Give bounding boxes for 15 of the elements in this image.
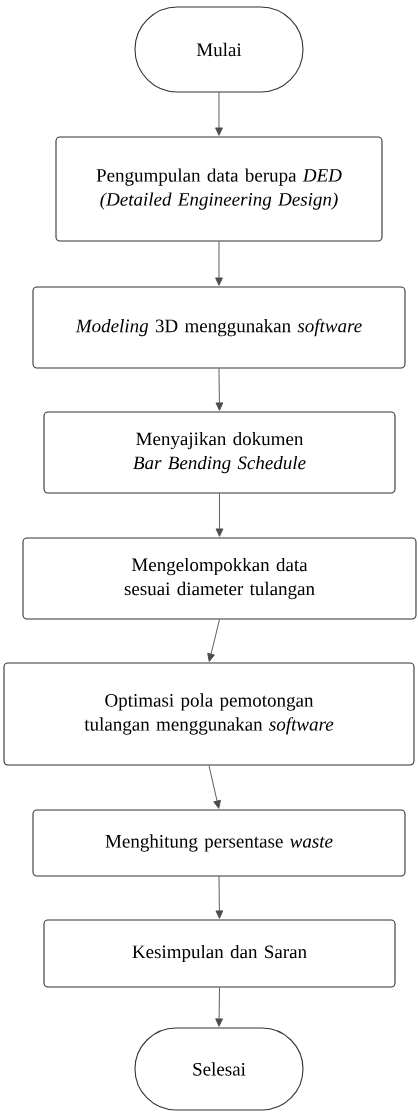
process-box: Mengelompokkan data sesuai diameter tulangan — [22, 537, 417, 620]
arrow — [215, 92, 223, 136]
process-box: Menghitung persentase waste — [32, 809, 406, 877]
process-box: Pengumpulan data berupa DED (Detailed Engineering Design) — [55, 136, 383, 242]
arrow — [215, 876, 224, 919]
process-box: Menyajikan dokumen Bar Bending Schedule — [43, 411, 396, 494]
process-box: Kesimpulan dan Saran — [43, 919, 396, 988]
arrow — [215, 493, 224, 537]
arrow — [215, 241, 223, 286]
arrow — [207, 619, 220, 662]
arrow — [215, 987, 223, 1027]
arrow — [215, 368, 224, 411]
process-box: Optimasi pola pemotongan tulangan menggunakan software — [3, 662, 415, 766]
arrow — [208, 765, 221, 809]
process-box: Modeling 3D menggunakan software — [32, 286, 406, 369]
